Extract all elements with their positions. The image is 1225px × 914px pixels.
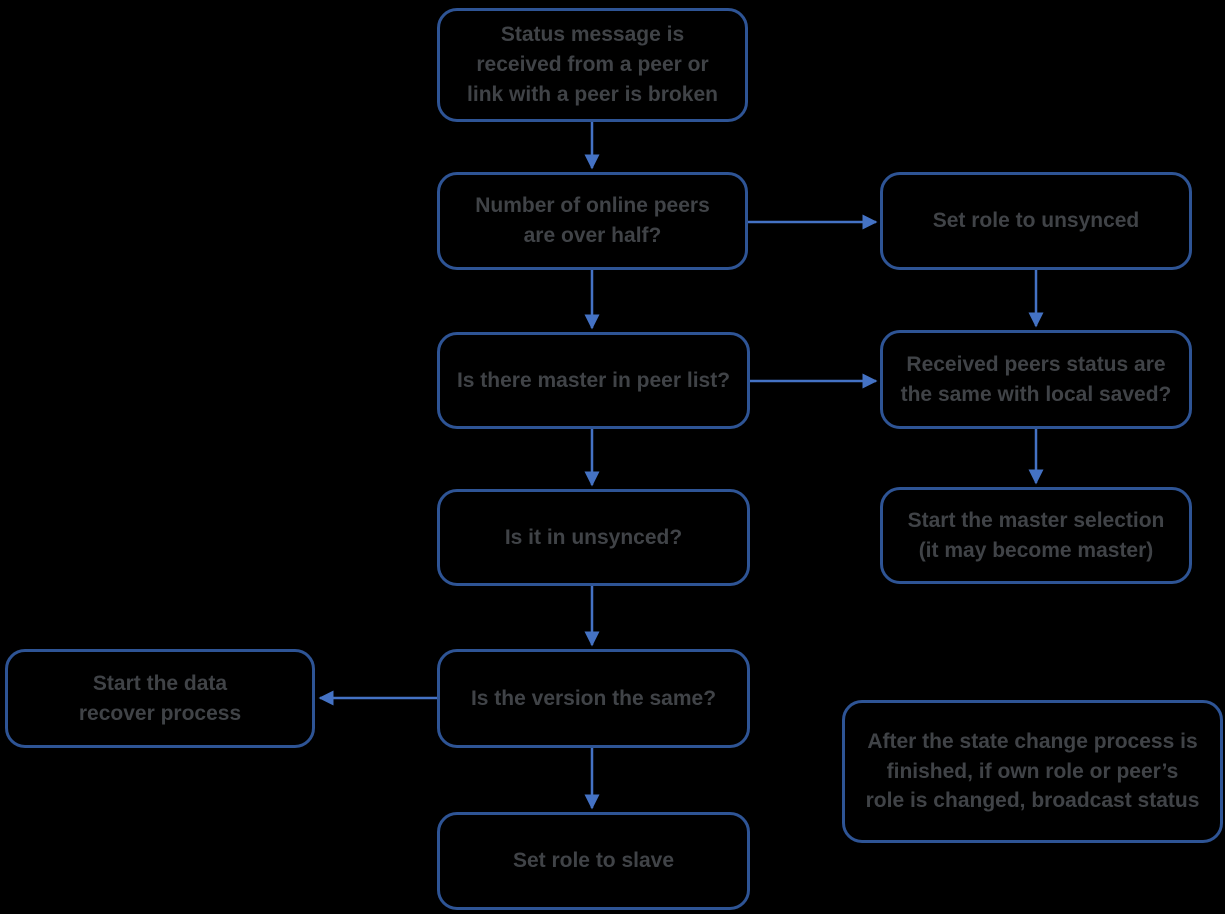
node-version-the-same: Is the version the same? [437,649,750,748]
node-master-in-peer-list: Is there master in peer list? [437,332,750,429]
node-is-it-in-unsynced: Is it in unsynced? [437,489,750,586]
node-broadcast-status-note: After the state change process is finish… [842,700,1223,843]
node-status-message: Status message is received from a peer o… [437,8,748,122]
node-online-peers-over-half: Number of online peers are over half? [437,172,748,270]
node-set-role-slave: Set role to slave [437,812,750,910]
node-received-peers-status: Received peers status are the same with … [880,330,1192,429]
node-start-master-selection: Start the master selection (it may becom… [880,487,1192,584]
node-set-role-unsynced: Set role to unsynced [880,172,1192,270]
node-start-data-recover: Start the data recover process [5,649,315,748]
